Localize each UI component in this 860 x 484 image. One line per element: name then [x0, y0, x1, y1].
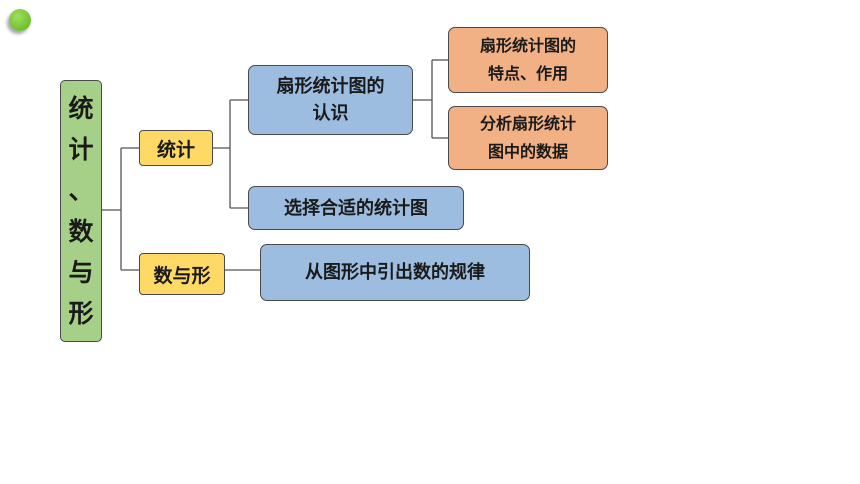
node-analyze-pie-chart-data: 分析扇形统计 图中的数据: [448, 106, 608, 170]
root-char: 形: [68, 299, 94, 328]
node-choose-suitable-chart: 选择合适的统计图: [248, 186, 464, 230]
node-pattern-from-shapes: 从图形中引出数的规律: [260, 244, 530, 301]
node-pie-chart-understanding: 扇形统计图的 认识: [248, 65, 413, 135]
node-pie-chart-line1: 扇形统计图的: [276, 76, 385, 97]
node-statistics-label: 统计: [156, 138, 195, 161]
node-number-and-shape: 数与形: [139, 253, 225, 295]
node-choose-chart-label: 选择合适的统计图: [284, 197, 428, 219]
node-pie-chart-features: 扇形统计图的 特点、作用: [448, 27, 608, 93]
node-number-and-shape-label: 数与形: [153, 264, 211, 287]
root-char: 统: [68, 94, 94, 123]
root-node-statistics-number-shape: 统 计 、 数 与 形: [60, 80, 102, 342]
node-features-line2: 特点、作用: [487, 64, 568, 83]
node-analyze-line1: 分析扇形统计: [479, 114, 576, 133]
node-pie-chart-line2: 认识: [312, 103, 349, 124]
root-char: 、: [68, 176, 94, 205]
green-dot-icon: [9, 9, 31, 31]
node-features-line1: 扇形统计图的: [479, 36, 576, 55]
node-analyze-line2: 图中的数据: [487, 142, 568, 161]
node-statistics: 统计: [139, 130, 213, 166]
node-pattern-label: 从图形中引出数的规律: [305, 262, 485, 283]
root-char: 计: [68, 135, 94, 164]
root-char: 与: [68, 258, 94, 287]
root-char: 数: [68, 217, 94, 246]
